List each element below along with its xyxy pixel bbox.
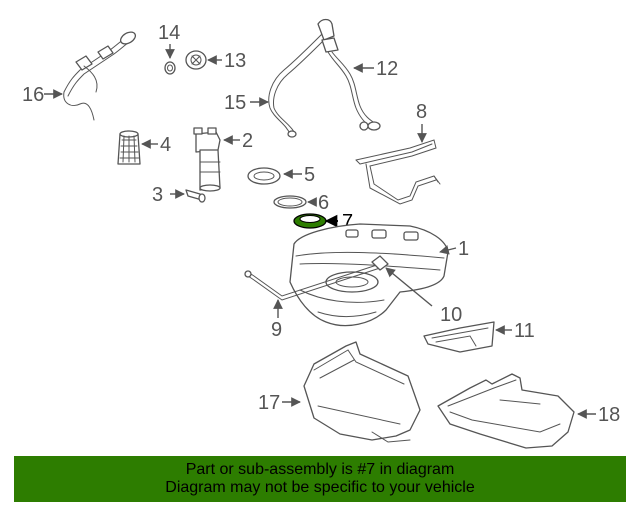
part-2-fuel-pump[interactable] — [193, 127, 221, 192]
callout-7: 7 — [342, 211, 353, 233]
callout-1: 1 — [458, 238, 469, 260]
callout-9: 9 — [271, 319, 282, 341]
part-18-shield[interactable] — [437, 373, 575, 449]
callout-5: 5 — [304, 164, 315, 186]
callout-11: 11 — [514, 320, 535, 342]
part-9-sender-rod[interactable] — [244, 263, 381, 301]
parts-diagram: 16 14 13 4 2 3 — [22, 18, 620, 449]
part-11-bracket[interactable] — [423, 321, 495, 353]
part-3-hose[interactable] — [185, 189, 206, 203]
callout-4: 4 — [160, 134, 171, 156]
part-17-shield[interactable] — [303, 341, 421, 443]
callout-15: 15 — [224, 92, 246, 114]
part-10-sender-line[interactable] — [371, 255, 389, 271]
callout-6: 6 — [318, 192, 329, 214]
part-7-lock-ring[interactable] — [293, 213, 327, 229]
callout-17: 17 — [258, 392, 280, 414]
part-13-cap[interactable] — [185, 50, 207, 70]
banner-line-2: Diagram may not be specific to your vehi… — [165, 479, 475, 496]
callout-3: 3 — [152, 184, 163, 206]
part-8-strap[interactable] — [355, 139, 441, 205]
part-5-gasket[interactable] — [247, 167, 281, 185]
callout-14: 14 — [158, 22, 180, 44]
callout-12: 12 — [376, 58, 398, 80]
callout-18: 18 — [598, 404, 620, 426]
part-1-fuel-tank[interactable] — [289, 223, 449, 327]
callout-10: 10 — [440, 304, 462, 326]
info-banner: Part or sub-assembly is #7 in diagram Di… — [14, 456, 626, 502]
banner-line-1: Part or sub-assembly is #7 in diagram — [185, 461, 455, 478]
part-15-vent-hose[interactable] — [268, 33, 327, 138]
part-12-vent-hose[interactable] — [317, 18, 381, 131]
part-14-seal[interactable] — [164, 61, 176, 75]
callout-2: 2 — [242, 130, 253, 152]
callout-8: 8 — [416, 101, 427, 123]
part-16-filler-neck[interactable] — [63, 30, 138, 121]
part-4-filter[interactable] — [117, 130, 141, 165]
part-6-seal-ring[interactable] — [273, 195, 307, 209]
callout-16: 16 — [22, 84, 44, 106]
callout-13: 13 — [224, 50, 246, 72]
